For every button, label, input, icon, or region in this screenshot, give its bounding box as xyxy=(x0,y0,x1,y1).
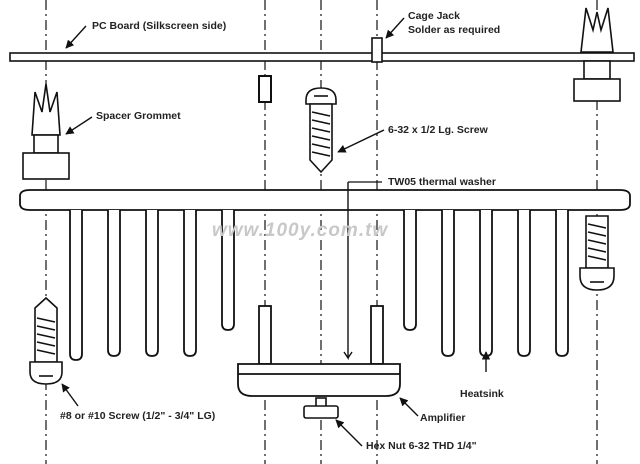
heatsink-fin xyxy=(145,210,159,357)
label-spacer-grommet: Spacer Grommet xyxy=(96,110,181,122)
hex-nut xyxy=(303,397,339,419)
leader-hex-nut xyxy=(335,419,363,447)
heatsink-fin xyxy=(403,210,417,331)
spacer-grommet-left xyxy=(22,83,70,180)
label-hex-nut: Hex Nut 6-32 THD 1/4" xyxy=(366,440,477,452)
label-amplifier: Amplifier xyxy=(420,412,466,424)
leaders xyxy=(61,17,491,447)
label-screw-8-10: #8 or #10 Screw (1/2" - 3/4" LG) xyxy=(60,410,216,422)
heatsink-fin xyxy=(441,210,455,357)
label-heatsink: Heatsink xyxy=(460,388,504,400)
spacer-grommet-right xyxy=(573,7,621,102)
heatsink-fin xyxy=(183,210,197,357)
leader-cage-jack xyxy=(385,17,405,39)
board-pin xyxy=(258,75,272,103)
heatsink-fin xyxy=(69,210,83,361)
washer-leader xyxy=(343,182,353,361)
heatsink-plate xyxy=(19,189,631,211)
leader-screw-632 xyxy=(337,129,385,153)
screw-8-10 xyxy=(29,296,63,385)
label-solder-note: Solder as required xyxy=(408,24,501,36)
screw-6-32 xyxy=(305,87,337,174)
heatsink-fin xyxy=(517,210,531,357)
watermark: www.100y.com.tw xyxy=(212,220,389,241)
heatsink-fin xyxy=(555,210,569,357)
amplifier xyxy=(237,305,401,397)
heatsink-fin xyxy=(221,210,235,331)
leader-pc-board xyxy=(65,25,87,49)
heatsink-fin xyxy=(107,210,121,357)
leader-amplifier xyxy=(399,397,419,417)
leader-grommet xyxy=(65,116,93,135)
screw-right xyxy=(579,215,615,291)
label-screw-632: 6-32 x 1/2 Lg. Screw xyxy=(388,124,488,136)
leader-screw-8-10 xyxy=(61,383,79,407)
heatsink-fins xyxy=(69,210,569,361)
label-thermal-washer: TW05 thermal washer xyxy=(388,176,496,188)
label-cage-jack: Cage Jack xyxy=(408,10,460,22)
cage-jack xyxy=(371,37,383,63)
label-pc-board: PC Board (Silkscreen side) xyxy=(92,20,227,32)
pc-board xyxy=(9,52,635,62)
heatsink-fin xyxy=(479,210,493,357)
